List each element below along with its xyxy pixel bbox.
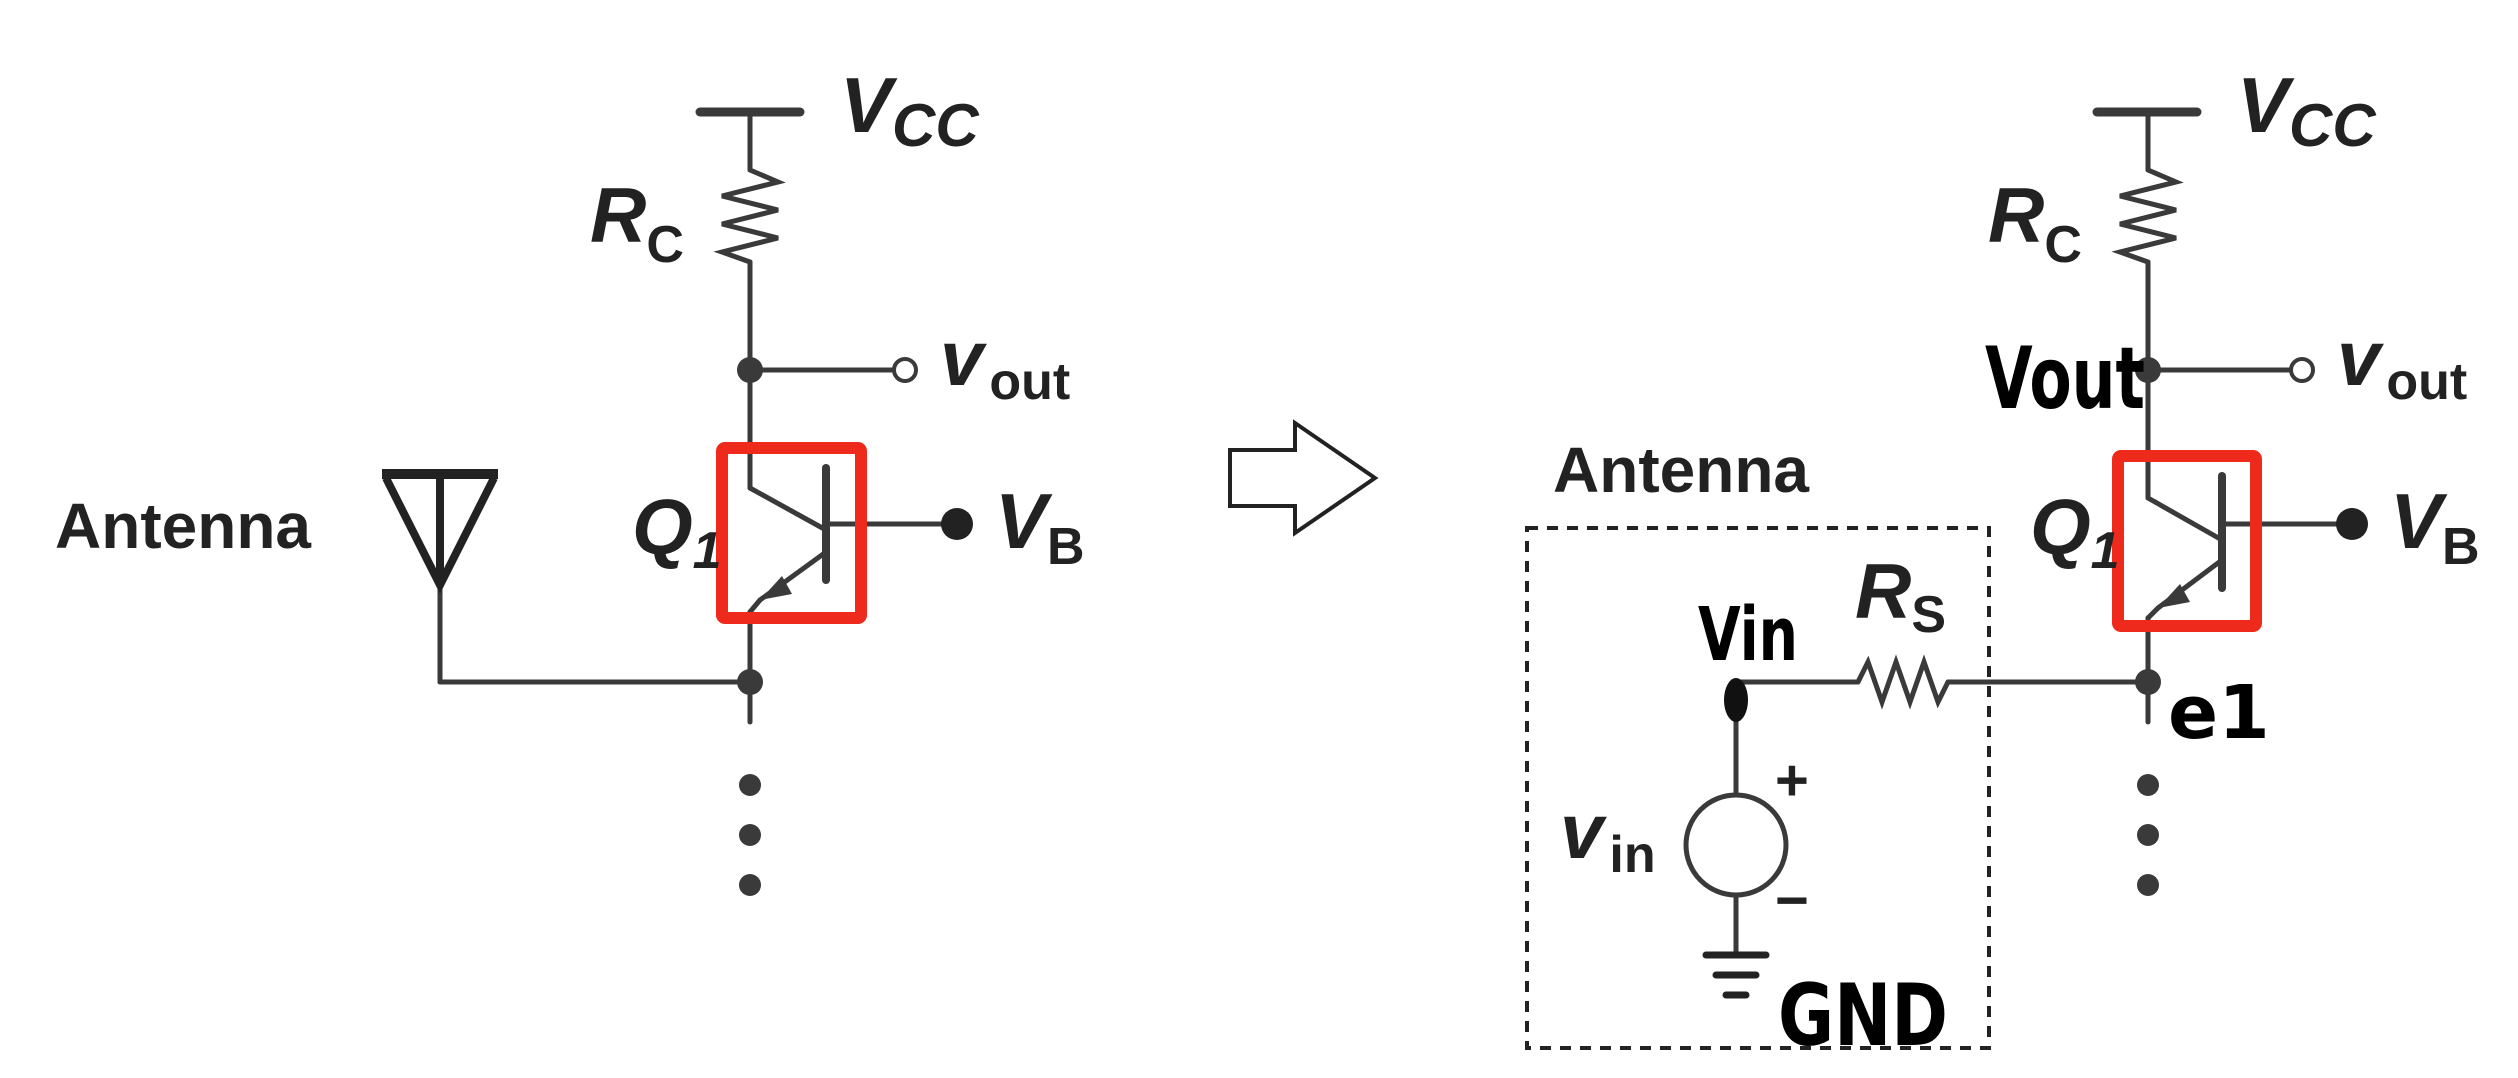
continuation-dot [739,874,761,896]
q1-highlight-box [2112,450,2262,632]
vb-label: VB [2390,477,2480,576]
rc-label: RC [590,171,684,274]
antenna-label: Antenna [55,490,311,562]
antenna-label: Antenna [1553,434,1809,506]
handwritten-gnd: GND [1778,966,1948,1066]
vb-label: VB [995,477,1085,576]
rs-resistor [1855,654,1951,710]
q1-collector-diag [2145,495,2225,543]
vin-node-dot [1724,678,1748,722]
handwritten-vin: Vin [1698,592,1798,678]
continuation-dot [739,774,761,796]
vcc-label: VCC [2237,61,2377,159]
handwritten-e1: e1 [2168,670,2270,756]
rs-label: RS [1855,547,1946,644]
rc-resistor [2111,167,2184,265]
q1-emitter-arrow [760,576,792,600]
emitter-node-dot [2135,669,2161,695]
hollow-right-arrow-icon [1228,419,1379,537]
plus-sign: + [1775,748,1809,813]
emitter-node-dot [737,669,763,695]
antenna-icon [382,469,498,594]
vout-node-dot [2135,357,2161,383]
handwritten-vout: Vout [1985,329,2145,429]
vout-node-dot [737,357,763,383]
ground-icon [1702,951,1770,999]
q1-emitter-arrow [2158,584,2190,608]
continuation-dot [2137,824,2159,846]
q1-label: Q1 [2030,483,2120,580]
vcc-label: VCC [840,61,980,159]
q1-collector-diag [747,485,829,533]
minus-sign: − [1775,868,1809,933]
left-circuit [437,107,960,725]
rc-label: RC [1988,171,2082,274]
vb-terminal [2336,508,2368,540]
q1-highlight-box [716,442,867,624]
vb-terminal [941,508,973,540]
vout-terminal [892,357,918,383]
antenna-model-box [1525,526,1991,1050]
vout-terminal [2289,357,2315,383]
continuation-dot [739,824,761,846]
voltage-source-icon [1683,792,1789,898]
q1-label: Q1 [632,483,722,580]
rc-resistor [713,167,786,265]
continuation-dot [2137,774,2159,796]
continuation-dot [2137,874,2159,896]
emitter-wire [747,597,763,615]
